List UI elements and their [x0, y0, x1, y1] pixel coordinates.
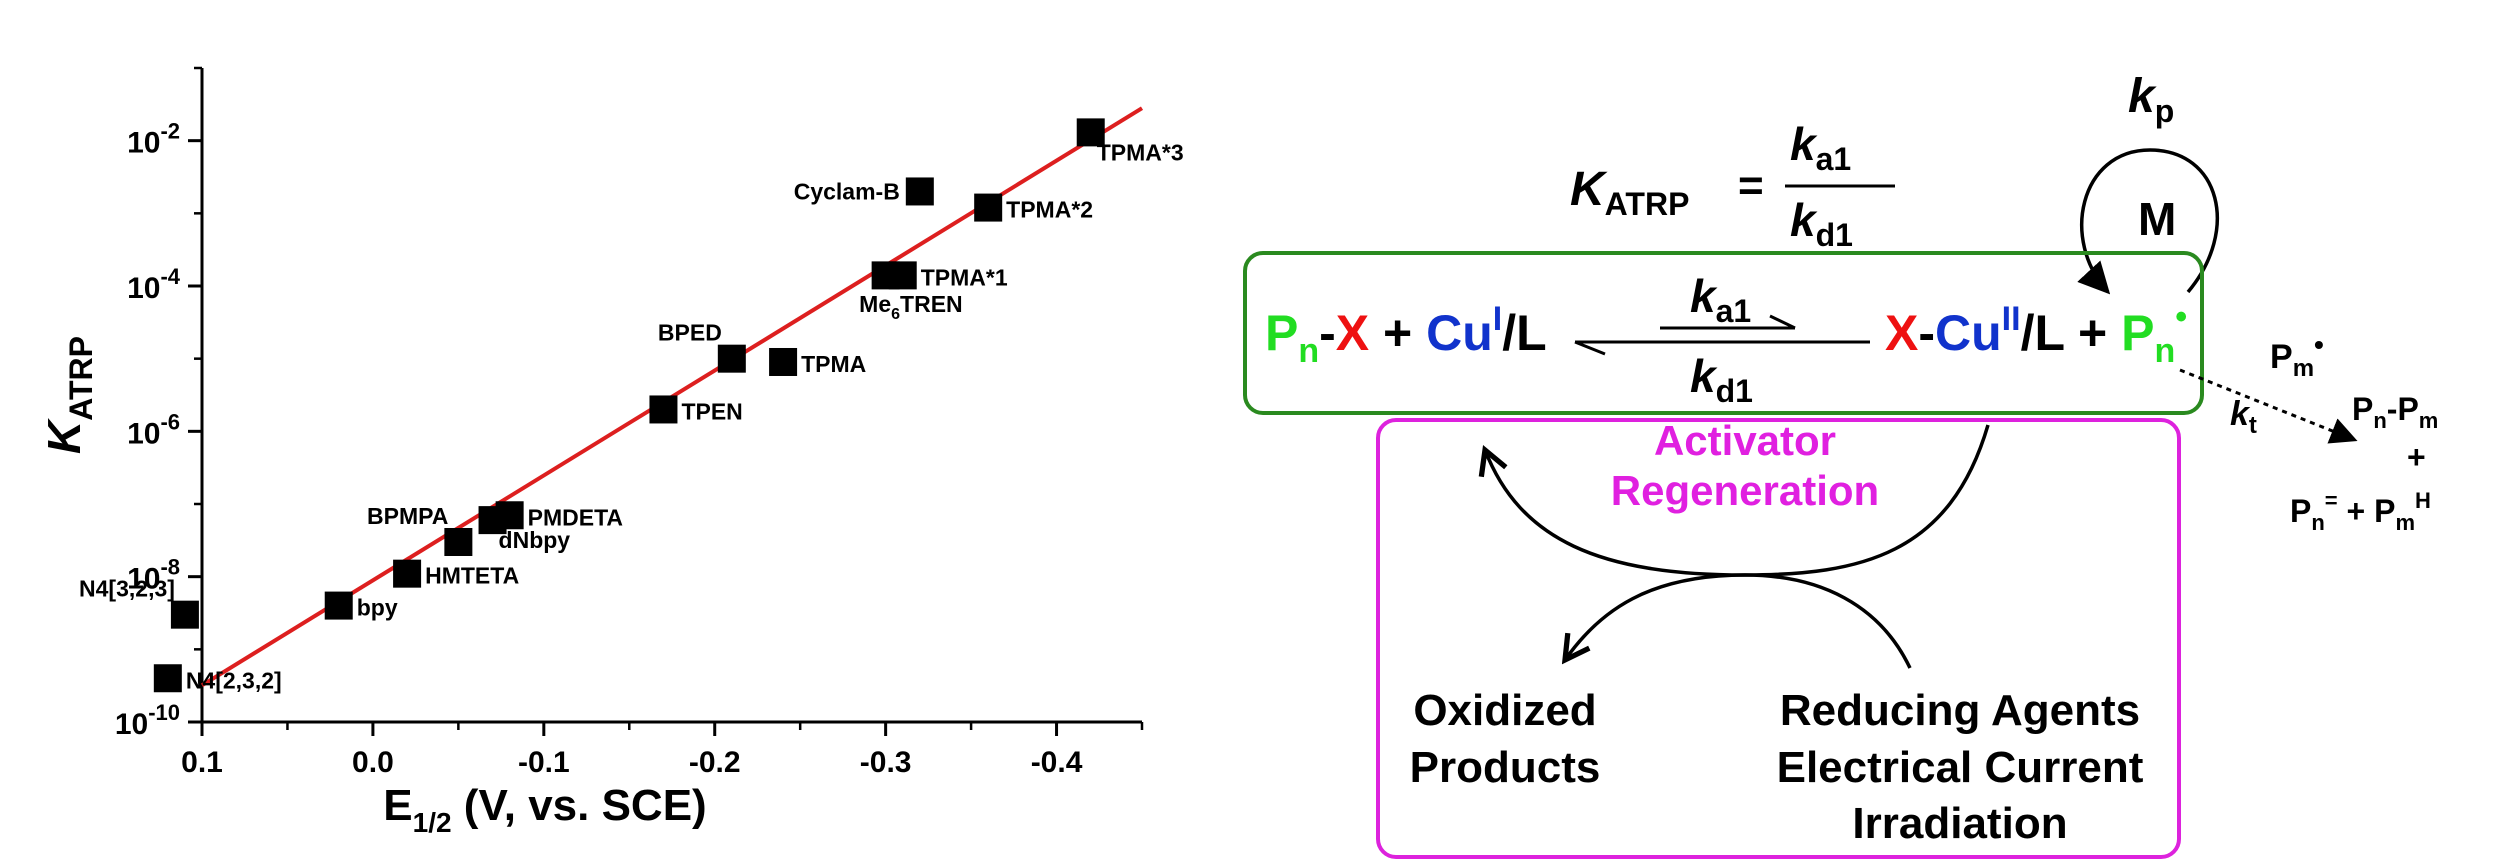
data-point [324, 591, 353, 620]
point-label: BPMPA [367, 503, 448, 529]
x-tick-label: 0.0 [352, 746, 394, 779]
equilibrium-box [1243, 251, 2204, 415]
products: X-CuII/L + Pn• [1885, 298, 2187, 370]
x-tick-label: -0.2 [689, 746, 741, 779]
data-point [905, 177, 934, 206]
point-label: dNbpy [499, 527, 571, 553]
y-tick-label: 10-10 [115, 700, 180, 741]
data-point [717, 344, 746, 373]
point-label: N4[2,3,2] [186, 667, 282, 693]
svg-text:=: = [1738, 161, 1764, 210]
irradiation-label: Irradiation [1852, 799, 2067, 848]
svg-text:kd1: kd1 [1790, 194, 1853, 253]
point-label: Me6TREN [859, 291, 962, 323]
x-tick-label: -0.1 [518, 746, 570, 779]
x-tick-label: 0.1 [181, 746, 223, 779]
svg-text:+: + [2407, 439, 2426, 475]
regeneration-label-2: Regeneration [1611, 467, 1879, 514]
propagation-loop: kp M [2077, 70, 2220, 295]
data-point [769, 347, 798, 376]
point-label: TPEN [681, 398, 742, 424]
y-tick-label: 10-4 [127, 264, 181, 305]
svg-text:KATRP: KATRP [1570, 163, 1689, 222]
y-tick-label: 10-8 [127, 555, 180, 596]
reduction-arc [1565, 573, 1912, 669]
atrp-correlation-chart: 0.1 0.0 -0.1 -0.2 -0.3 -0.4 10-10 10-8 10-6 10-4 1… [38, 66, 1184, 838]
x-tick-label: -0.3 [860, 746, 912, 779]
svg-text:Pm•: Pm• [2270, 329, 2324, 382]
data-point [393, 559, 422, 588]
monomer-label: M [2138, 193, 2176, 245]
data-point [170, 600, 199, 629]
electrical-current-label: Electrical Current [1777, 743, 2144, 792]
data-point [1076, 118, 1105, 147]
svg-text:kd1: kd1 [1690, 350, 1753, 409]
y-axis-title: KATRP [38, 336, 99, 454]
data-point [974, 193, 1003, 222]
chart-ticks: 0.1 0.0 -0.1 -0.2 -0.3 -0.4 10-10 10-8 10-6 10-4 1… [115, 66, 1144, 779]
data-point [888, 261, 917, 290]
chart-axes [200, 68, 1142, 724]
point-label: PMDETA [528, 504, 623, 530]
point-label: bpy [357, 595, 398, 621]
y-tick-label: 10-2 [127, 119, 180, 160]
svg-text:ka1: ka1 [1790, 118, 1851, 177]
data-point [649, 395, 678, 424]
point-label: HMTETA [425, 563, 519, 589]
regeneration-label: Activator [1654, 417, 1836, 464]
equilibrium-constant-equation: KATRP = ka1 kd1 [1570, 118, 1895, 253]
point-label: Cyclam-B [794, 178, 900, 204]
data-point [153, 664, 182, 693]
regeneration-box [1376, 418, 2181, 859]
y-tick-label: 10-6 [127, 409, 180, 450]
termination-branch: Pm• kt Pn-Pm + Pn= + PmH [2179, 329, 2438, 535]
reactants: Pn-X + CuI/L [1265, 300, 1547, 370]
svg-text:kp: kp [2128, 70, 2174, 129]
x-tick-label: -0.4 [1031, 746, 1083, 779]
point-label: TPMA [801, 351, 866, 377]
svg-text:ka1: ka1 [1690, 270, 1751, 329]
point-label: TPMA*2 [1006, 197, 1093, 223]
atrp-mechanism-scheme: KATRP = ka1 kd1 kp M Pn-X + CuI/L X-CuII… [1243, 70, 2438, 859]
reducing-agents-label: Reducing Agents [1780, 686, 2140, 735]
svg-text:Pn= + PmH: Pn= + PmH [2290, 488, 2431, 535]
point-label: N4[3,2,3] [79, 576, 175, 602]
svg-text:Pn-Pm: Pn-Pm [2352, 391, 2438, 433]
point-label: TPMA*1 [921, 264, 1008, 290]
point-label: TPMA*3 [1097, 139, 1184, 165]
point-label: BPED [658, 320, 722, 346]
x-axis-title: E1/2 (V, vs. SCE) [383, 781, 706, 838]
data-point [444, 527, 473, 556]
data-points: N4[3,2,3] N4[2,3,2] bpy HMTETA BPMPA dNbpyPMD… [79, 118, 1184, 693]
oxidized-products-label-2: Products [1410, 743, 1601, 792]
oxidized-products-label: Oxidized [1413, 686, 1596, 735]
svg-text:kt: kt [2230, 395, 2257, 439]
equilibrium-arrows: ka1 kd1 [1574, 270, 1870, 409]
data-point [495, 501, 524, 530]
